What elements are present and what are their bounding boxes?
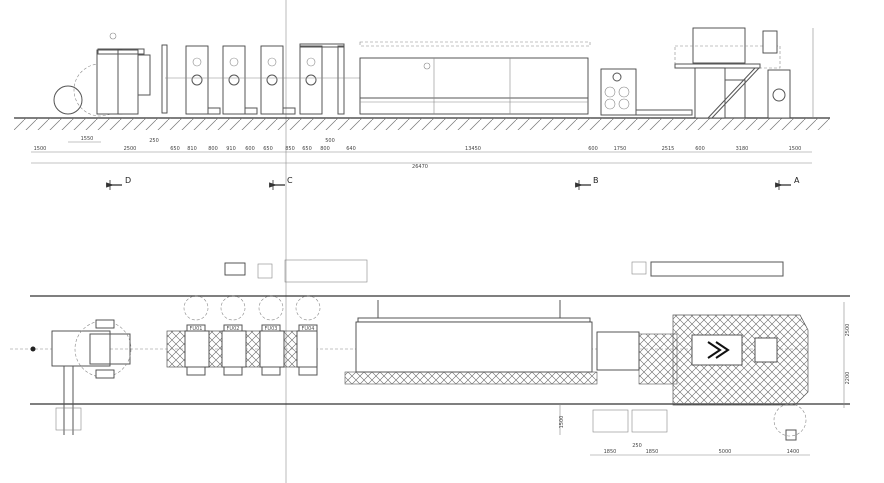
dim-label: 5000 <box>719 449 732 455</box>
cabinet <box>257 263 273 279</box>
section-marker-c: C <box>269 176 293 190</box>
dim-label: 600 <box>245 146 255 152</box>
delivery-plan <box>672 314 809 441</box>
svg-text:D: D <box>125 176 131 185</box>
overall-length-label: 26470 <box>412 164 428 170</box>
section-marker-d: D <box>106 176 131 190</box>
dim-label: 250 <box>632 443 642 449</box>
printing-unit-plan-3: FU03 <box>258 295 285 376</box>
dim-label: 910 <box>226 146 236 152</box>
centerline-point <box>30 346 36 352</box>
svg-text:C: C <box>287 176 293 185</box>
printing-unit-plan-4: FU04 <box>295 295 321 376</box>
dim-label: 250 <box>149 138 159 144</box>
svg-text:FU01: FU01 <box>190 326 203 332</box>
dim-label: 600 <box>695 146 705 152</box>
dim-label: 13450 <box>465 146 481 152</box>
elevation-view: 1500 1550 2500 250 650 810 800 910 600 6… <box>14 27 830 190</box>
section-marker-b: B <box>575 176 599 190</box>
chill-unit-plan <box>596 331 640 371</box>
printing-unit-1 <box>185 45 221 115</box>
dim-label: 3180 <box>736 146 749 152</box>
cabinet <box>224 262 246 276</box>
workbench <box>631 409 668 433</box>
dim-label: 2200 <box>845 372 851 385</box>
svg-text:FU04: FU04 <box>302 326 315 332</box>
dim-label: 1400 <box>787 449 800 455</box>
unwinder-plan <box>51 319 132 435</box>
section-marker-a: A <box>775 176 800 190</box>
workbench <box>592 409 629 433</box>
frame-post <box>161 44 168 114</box>
dim-label: 810 <box>187 146 197 152</box>
dim-label: 650 <box>263 146 273 152</box>
dim-label: 850 <box>285 146 295 152</box>
dim-label: 2515 <box>662 146 675 152</box>
plan-view: FU01 FU02 FU03 FU04 1850 250 <box>10 259 851 456</box>
svg-text:FU02: FU02 <box>227 326 240 332</box>
dim-label: 800 <box>320 146 330 152</box>
dim-label: 650 <box>302 146 312 152</box>
dim-label: 2500 <box>124 146 137 152</box>
control-desk <box>284 259 368 283</box>
floor-hatch <box>14 118 830 130</box>
printing-unit-3 <box>260 45 296 115</box>
dim-label: 1500 <box>789 146 802 152</box>
dim-label: 1750 <box>614 146 627 152</box>
svg-text:A: A <box>794 176 800 185</box>
chill-roll-unit <box>600 68 693 116</box>
dim-label: 1550 <box>81 136 94 142</box>
unwinder-unit <box>53 32 151 117</box>
printing-unit-plan-2: FU02 <box>220 295 247 376</box>
dim-label: 800 <box>208 146 218 152</box>
dryer-tunnel <box>359 41 591 115</box>
printing-unit-plan-1: FU01 <box>183 295 210 376</box>
cabinet <box>631 261 647 275</box>
dryer-plan <box>344 300 598 385</box>
dim-label: 1500 <box>559 416 565 429</box>
printing-unit-2 <box>222 45 258 115</box>
logo-mark-icon <box>707 341 730 359</box>
electrical-cabinets <box>650 261 784 277</box>
dim-label: 2500 <box>845 324 851 337</box>
dim-label: 640 <box>346 146 356 152</box>
delivery-unit <box>674 27 814 119</box>
dim-label: 1500 <box>34 146 47 152</box>
dim-label: 500 <box>325 138 335 144</box>
walkway-hatched <box>638 333 678 385</box>
dim-label: 1850 <box>646 449 659 455</box>
printing-unit-4 <box>299 43 345 115</box>
dim-label: 600 <box>588 146 598 152</box>
dim-label: 650 <box>170 146 180 152</box>
dim-label: 1850 <box>604 449 617 455</box>
svg-text:B: B <box>593 176 599 185</box>
svg-text:FU03: FU03 <box>265 326 278 332</box>
